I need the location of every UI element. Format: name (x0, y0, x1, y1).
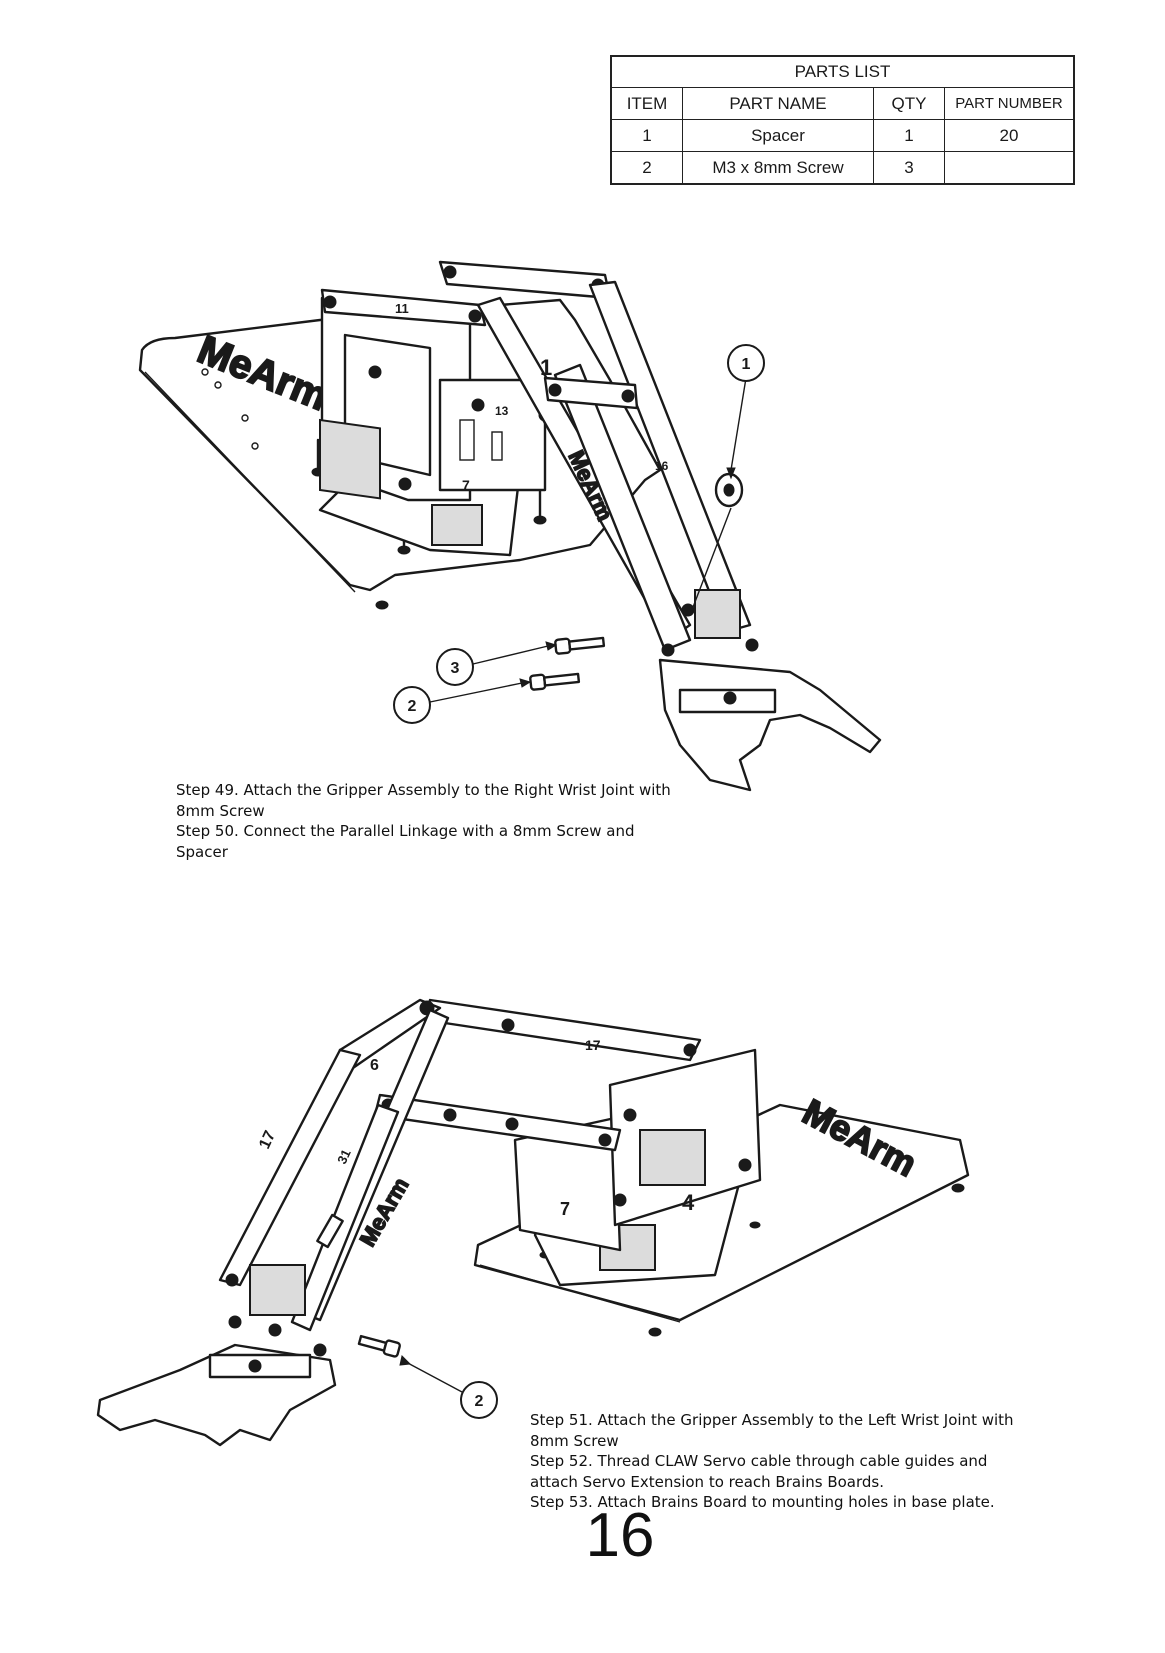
parts-list-table: PARTS LIST ITEM PART NAME QTY PART NUMBE… (610, 55, 1075, 185)
caption-line: Step 53. Attach Brains Board to mounting… (530, 1493, 995, 1511)
cell-qty: 3 (873, 151, 945, 185)
cell-item: 2 (610, 151, 683, 185)
page-number: 16 (585, 1501, 655, 1570)
cell-part-name: M3 x 8mm Screw (682, 151, 874, 185)
part-label: 31 (334, 1147, 354, 1166)
header-item: ITEM (610, 87, 683, 120)
caption-line: attach Servo Extension to reach Brains B… (530, 1472, 884, 1491)
caption-line: Step 49. Attach the Gripper Assembly to … (176, 781, 671, 799)
cell-part-number: 20 (944, 119, 1075, 152)
caption-line: 8mm Screw (530, 1431, 619, 1450)
callout-2: 2 (408, 698, 417, 715)
table-row: 2 M3 x 8mm Screw 3 (610, 151, 1075, 185)
part-label: 1 (540, 355, 552, 380)
caption-line: Step 50. Connect the Parallel Linkage wi… (176, 822, 635, 840)
caption-line: Step 52. Thread CLAW Servo cable through… (530, 1452, 988, 1470)
callout-1: 1 (742, 356, 751, 373)
caption-line: 8mm Screw (176, 801, 265, 820)
cell-part-name: Spacer (682, 119, 874, 152)
part-label: 17 (585, 1037, 601, 1053)
callout-2: 2 (475, 1393, 484, 1410)
parts-list-header: ITEM PART NAME QTY PART NUMBER (610, 87, 1075, 120)
cell-part-number (944, 151, 1075, 185)
part-label: 7 (462, 477, 470, 493)
part-label: 4 (682, 1190, 695, 1215)
caption-line: Spacer (176, 842, 228, 861)
part-label: 6 (370, 1057, 379, 1074)
cell-item: 1 (610, 119, 683, 152)
part-label: 7 (560, 1199, 570, 1219)
cell-qty: 1 (873, 119, 945, 152)
part-label: 11 (395, 301, 409, 316)
caption-top: Step 49. Attach the Gripper Assembly to … (176, 780, 671, 862)
caption-line: Step 51. Attach the Gripper Assembly to … (530, 1411, 1014, 1429)
table-row: 1 Spacer 1 20 (610, 119, 1075, 152)
part-label: 17 (256, 1128, 279, 1151)
part-label: 13 (495, 404, 509, 418)
callout-3: 3 (451, 660, 460, 677)
caption-bottom: Step 51. Attach the Gripper Assembly to … (530, 1410, 1014, 1513)
part-label: 16 (655, 459, 669, 473)
